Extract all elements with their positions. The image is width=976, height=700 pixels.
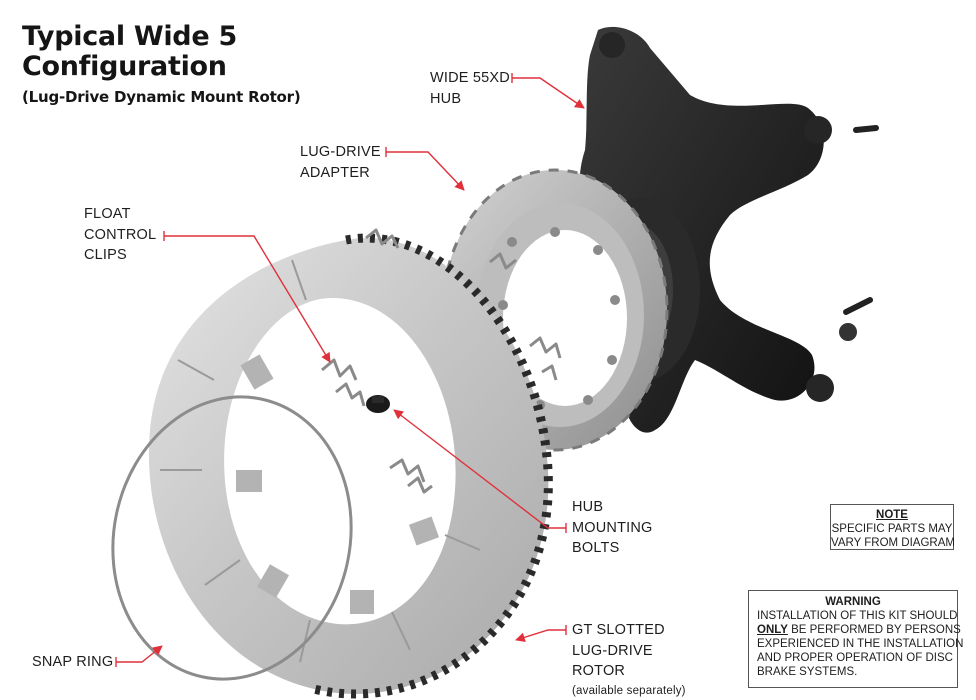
callout-rotor-note: (available separately) [572,684,686,697]
warning-line-4: AND PROPER OPERATION OF DISC [757,652,953,664]
callout-clips-line-3: CLIPS [84,247,127,263]
callout-bolts-line-3: BOLTS [572,540,620,556]
leader-snap-ring [116,645,163,663]
callout-clips-line-1: FLOAT [84,206,131,222]
callout-bolts-line-1: HUB [572,499,604,515]
title-line-1: Typical Wide 5 [22,21,237,52]
float-control-clips [321,228,562,494]
callout-adapter: LUG-DRIVE ADAPTER [300,142,381,183]
callout-adapter-line-2: ADAPTER [300,164,370,181]
callout-snap-ring-line-1: SNAP RING [32,654,114,670]
callout-adapter-line-1: LUG-DRIVE [300,144,381,160]
warning-line-2-rest: BE PERFORMED BY PERSONS [787,624,961,636]
warning-heading: WARNING [825,596,881,608]
warning-line-5: BRAKE SYSTEMS. [757,666,858,678]
leader-adapter [386,151,465,191]
warning-line-3: EXPERIENCED IN THE INSTALLATION [757,638,964,650]
note-box: NOTE SPECIFIC PARTS MAY VARY FROM DIAGRA… [830,504,955,550]
callout-hub-line-2: HUB [430,90,462,107]
leader-bolts [393,409,566,529]
leader-hub [512,77,585,109]
callout-hub-line-1: WIDE 55XD [430,70,510,86]
warning-box: WARNING INSTALLATION OF THIS KIT SHOULD … [748,590,964,688]
snap-ring [111,395,353,681]
note-heading: NOTE [876,509,908,521]
note-line-1: SPECIFIC PARTS MAY [831,523,953,535]
callout-hub: WIDE 55XD HUB [430,68,510,109]
warning-emphasis: ONLY [757,624,788,636]
callout-snap-ring: SNAP RING [32,652,113,673]
callout-rotor-line-2: LUG-DRIVE [572,642,653,659]
leader-rotor [515,629,566,643]
callout-clips: FLOAT CONTROL CLIPS [84,204,156,266]
callout-bolts-line-2: MOUNTING [572,519,653,536]
callout-rotor-line-3: ROTOR [572,663,626,679]
callout-clips-line-2: CONTROL [84,226,157,243]
leader-lines [115,73,585,667]
gt-slotted-rotor [148,233,553,699]
title-line-2: Configuration [22,51,227,82]
callout-rotor: GT SLOTTED LUG-DRIVE ROTOR (available se… [572,620,686,700]
hub-mounting-bolt [366,395,390,413]
callout-rotor-line-1: GT SLOTTED [572,622,665,638]
warning-line-2: ONLY BE PERFORMED BY PERSONS [757,623,961,637]
page-title: Typical Wide 5 Configuration [22,22,237,82]
callout-bolts: HUB MOUNTING BOLTS [572,497,653,559]
leader-clips [164,235,331,363]
warning-line-1: INSTALLATION OF THIS KIT SHOULD [757,610,958,622]
note-line-2: VARY FROM DIAGRAM [831,537,955,549]
page-subtitle: (Lug-Drive Dynamic Mount Rotor) [22,88,301,106]
